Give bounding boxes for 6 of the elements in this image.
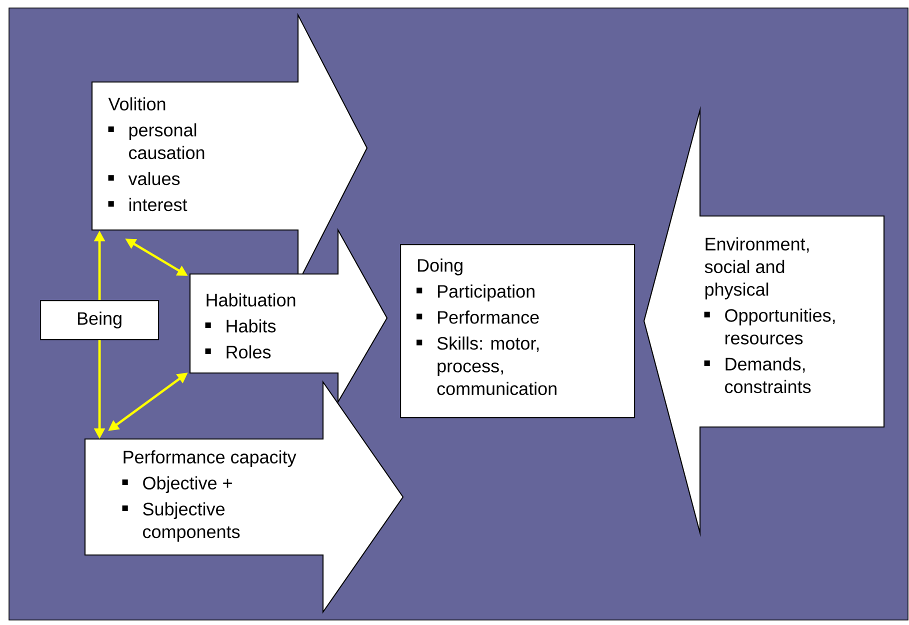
pointed-text-box: Performance capacity Objective + Subjective components — [84, 380, 404, 614]
pointed-text-box: Environment, social and physical Opportunities, resources Demands, constraints — [643, 106, 885, 538]
text-box: Doing Participation Performance Skills: motor, process, communication — [400, 244, 636, 418]
pointed-text-box: Volition personal causation values interest — [91, 12, 368, 286]
pointed-text-box: Habituation Habits Roles — [189, 228, 388, 404]
text-box: Being — [40, 300, 160, 340]
